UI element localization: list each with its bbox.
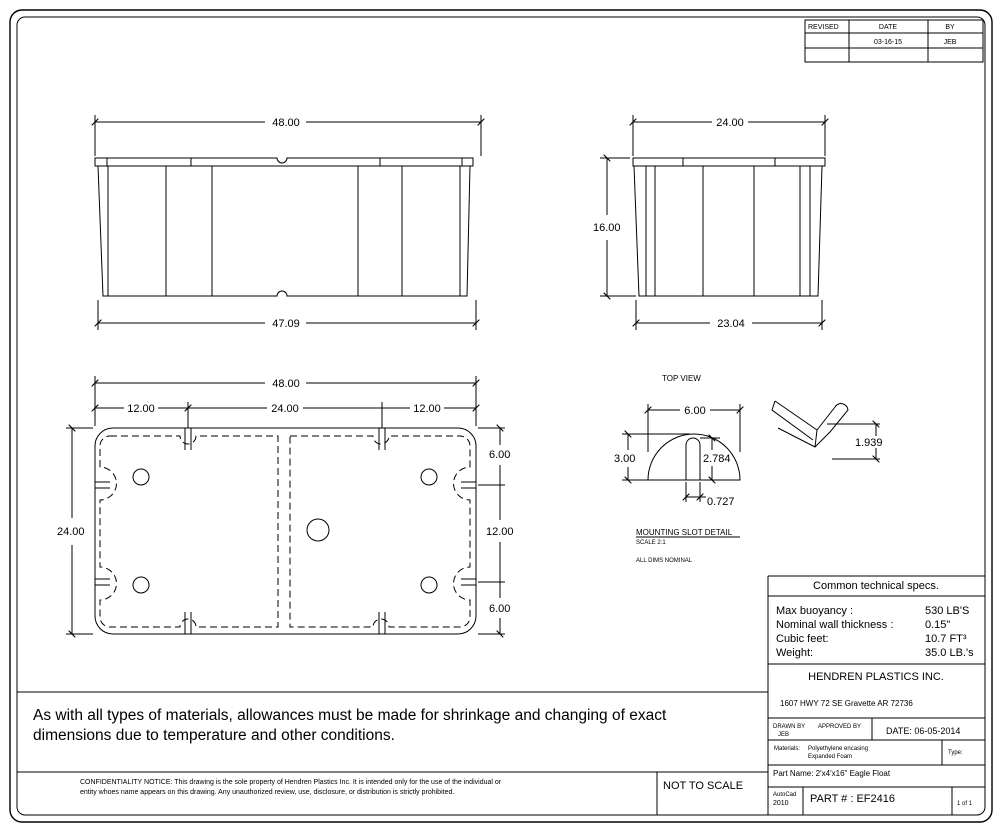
spec-label-1: Max buoyancy : (776, 605, 853, 617)
dimension-labels: 48.00 47.09 24.00 23.04 16.00 48.00 12.0… (57, 117, 883, 615)
top-view-label: TOP VIEW (662, 374, 701, 383)
plan-view (94, 427, 477, 635)
part-name: Part Name: 2'x4'x16" Eagle Float (773, 769, 891, 778)
dim-slot-depth: 2.784 (703, 453, 731, 465)
side-view-dimensions (600, 115, 825, 330)
dim-side-bottom: 23.04 (717, 318, 745, 330)
footer-text: As with all types of materials, allowanc… (33, 707, 743, 796)
scale-note: NOT TO SCALE (663, 780, 743, 792)
dim-top-mid: 24.00 (271, 403, 299, 415)
part-number: PART # : EF2416 (810, 793, 895, 805)
revision-by: JEB (944, 39, 957, 46)
dim-top-width: 48.00 (272, 378, 300, 390)
software-version: 2010 (773, 800, 789, 807)
sheet-number: 1 of 1 (957, 801, 973, 807)
spec-value-1: 530 LB'S (925, 605, 969, 617)
drawn-by: JEB (778, 732, 789, 738)
company-address: 1607 HWY 72 SE Gravette AR 72736 (780, 699, 913, 708)
dim-front-bottom: 47.09 (272, 318, 300, 330)
materials-line-1: Polyethylene encasing (808, 746, 868, 752)
dim-right-lower: 6.00 (489, 603, 510, 615)
bracket-sketch (771, 400, 880, 459)
dim-bracket: 1.939 (855, 437, 883, 449)
software: AutoCad (773, 792, 796, 798)
dim-right-upper: 6.00 (489, 449, 510, 461)
note-line-1: As with all types of materials, allowanc… (33, 707, 667, 724)
note-line-2: dimensions due to temperature and other … (33, 727, 395, 744)
dim-slot-gap: 0.727 (707, 496, 735, 508)
revision-labels: REVISED DATE BY 03-16-15 JEB (808, 24, 957, 46)
dim-top-height: 24.00 (57, 526, 85, 538)
specs-text: Common technical specs. Max buoyancy : 5… (773, 580, 974, 807)
type-label: Type: (948, 750, 963, 756)
plan-view-dimensions (66, 376, 505, 634)
detail-labels: TOP VIEW MOUNTING SLOT DETAIL SCALE 2:1 … (636, 374, 733, 564)
dim-top-left: 12.00 (127, 403, 155, 415)
spec-value-4: 35.0 LB.'s (925, 647, 974, 659)
detail-note: ALL DIMS NOMINAL (636, 558, 693, 564)
spec-label-3: Cubic feet: (776, 633, 829, 645)
front-view (94, 157, 474, 297)
side-view (632, 157, 826, 297)
dim-slot-width: 6.00 (684, 405, 705, 417)
drawn-by-label: DRAWN BY (773, 724, 805, 730)
dim-side-top: 24.00 (716, 117, 744, 129)
dim-front-top: 48.00 (272, 117, 300, 129)
revision-table (804, 19, 984, 63)
spec-value-2: 0.15" (925, 619, 950, 631)
dim-side-height: 16.00 (593, 222, 621, 234)
confidentiality-line-1: CONFIDENTIALITY NOTICE: This drawing is … (80, 779, 502, 786)
specs-title: Common technical specs. (813, 580, 939, 592)
inner-border (16, 16, 986, 816)
detail-scale: SCALE 2:1 (636, 540, 666, 546)
title-block (17, 575, 985, 815)
dim-slot-height: 3.00 (614, 453, 635, 465)
front-view-dimensions (95, 115, 481, 330)
mounting-slot-detail (622, 404, 740, 538)
dim-right-mid: 12.00 (486, 526, 514, 538)
revised-header: REVISED (808, 24, 839, 31)
materials-label: Materials: (774, 746, 800, 752)
date-header: DATE (879, 24, 897, 31)
approved-by-label: APPROVED BY (818, 724, 861, 730)
spec-label-4: Weight: (776, 647, 813, 659)
detail-title: MOUNTING SLOT DETAIL (636, 528, 733, 537)
outer-border (9, 9, 993, 823)
materials-line-2: Expanded Foam (808, 754, 852, 760)
revision-date: 03-16-15 (874, 39, 902, 46)
dim-top-right: 12.00 (413, 403, 441, 415)
by-header: BY (945, 24, 955, 31)
confidentiality-line-2: entity whoes name appears on this drawin… (80, 789, 454, 796)
drawing-date: DATE: 06-05-2014 (886, 726, 960, 736)
spec-value-3: 10.7 FT³ (925, 633, 967, 645)
company-name: HENDREN PLASTICS INC. (808, 671, 944, 683)
spec-label-2: Nominal wall thickness : (776, 619, 893, 631)
